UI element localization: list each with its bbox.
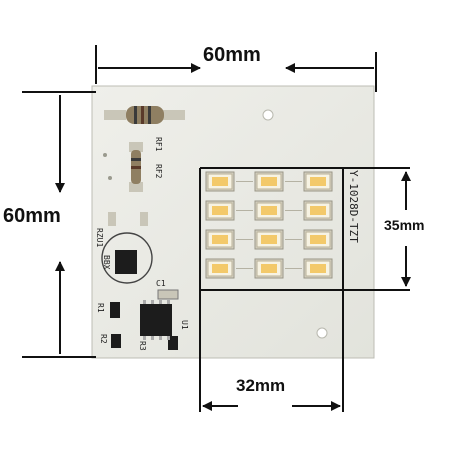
resistor-rf2-pad [129,142,143,152]
board-height-label: 60mm [3,205,61,227]
resistor-band [131,158,141,161]
label-bbx: BBX [102,255,111,270]
led-area-height-label: 35mm [384,217,425,233]
smd-led [303,200,333,221]
board-width-label: 60mm [203,44,261,66]
resistor-r2 [111,334,121,348]
smd-led [303,258,333,279]
smd-led [205,258,235,279]
rectifier-outline [101,232,153,284]
smd-led [205,229,235,250]
smd-led [205,200,235,221]
resistor-r1 [110,302,120,318]
rectifier-pad [108,212,116,226]
smd-led [205,171,235,192]
label-u1: U1 [180,320,189,330]
label-rzu1: RZU1 [95,228,104,247]
driver-ic-u1 [140,300,172,340]
bridge-rectifier [115,250,137,274]
led-grid [205,171,333,279]
resistor-band [148,106,151,124]
dimension-lines [22,45,411,412]
resistor-r3 [168,336,178,350]
led-area-width-label: 32mm [236,376,286,395]
resistor-band [131,166,141,169]
smd-led [254,229,284,250]
pcb-board [91,85,375,359]
smd-led [254,258,284,279]
label-c1: C1 [156,279,166,288]
part-number: Y-1028D-TZT [347,170,360,243]
smd-led [303,171,333,192]
solder-point [103,153,107,157]
resistor-rf1 [126,106,164,124]
smd-led [254,200,284,221]
label-r2: R2 [99,334,108,344]
smd-led [303,229,333,250]
resistor-rf2-pad [129,182,143,192]
label-rf2: RF2 [154,164,163,179]
smd-led [254,171,284,192]
label-r1: R1 [96,303,105,313]
resistor-rf1-pad [104,110,126,120]
mounting-hole [316,327,328,339]
resistor-rf1-pad [163,110,185,120]
rectifier-pad [140,212,148,226]
label-r3: R3 [138,341,147,351]
solder-point [108,176,112,180]
capacitor-c1 [157,289,179,300]
label-rf1: RF1 [154,137,163,152]
mounting-hole [262,109,274,121]
resistor-band [141,106,144,124]
resistor-band [134,106,137,124]
